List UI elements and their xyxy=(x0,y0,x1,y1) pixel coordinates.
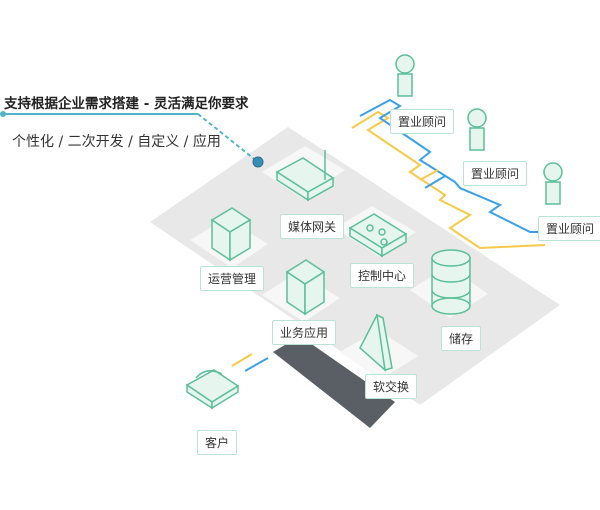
banner-shape xyxy=(273,336,395,428)
label-media-gateway: 媒体网关 xyxy=(280,214,345,239)
label-operations: 运营管理 xyxy=(200,266,265,291)
label-business-apps: 业务应用 xyxy=(272,320,337,345)
softswitch-icon xyxy=(359,313,393,372)
label-consultant: 置业顾问 xyxy=(463,161,528,186)
consultant-icon xyxy=(467,108,487,151)
subline: 个性化 / 二次开发 / 自定义 / 应用 xyxy=(12,134,221,150)
router-icon xyxy=(275,150,335,202)
server-icon xyxy=(285,259,326,316)
consultant-icon xyxy=(395,54,415,97)
flow-lines xyxy=(231,98,546,372)
consultant-icon xyxy=(543,162,563,205)
label-control-center: 控制中心 xyxy=(350,263,415,288)
title-dot xyxy=(0,111,6,117)
control-panel-icon xyxy=(348,213,408,258)
server-icon xyxy=(210,207,252,262)
telephone-icon xyxy=(185,369,240,410)
connector-dot xyxy=(252,156,264,168)
headline: 支持根据企业需求搭建 - 灵活满足你要求 xyxy=(4,96,249,112)
label-customer: 客户 xyxy=(197,430,238,455)
label-consultant: 置业顾问 xyxy=(538,216,600,241)
label-consultant: 置业顾问 xyxy=(390,109,455,134)
label-storage: 储存 xyxy=(441,326,482,351)
dashed-connector xyxy=(197,113,259,163)
database-icon xyxy=(431,249,471,315)
label-softswitch: 软交换 xyxy=(365,374,418,399)
